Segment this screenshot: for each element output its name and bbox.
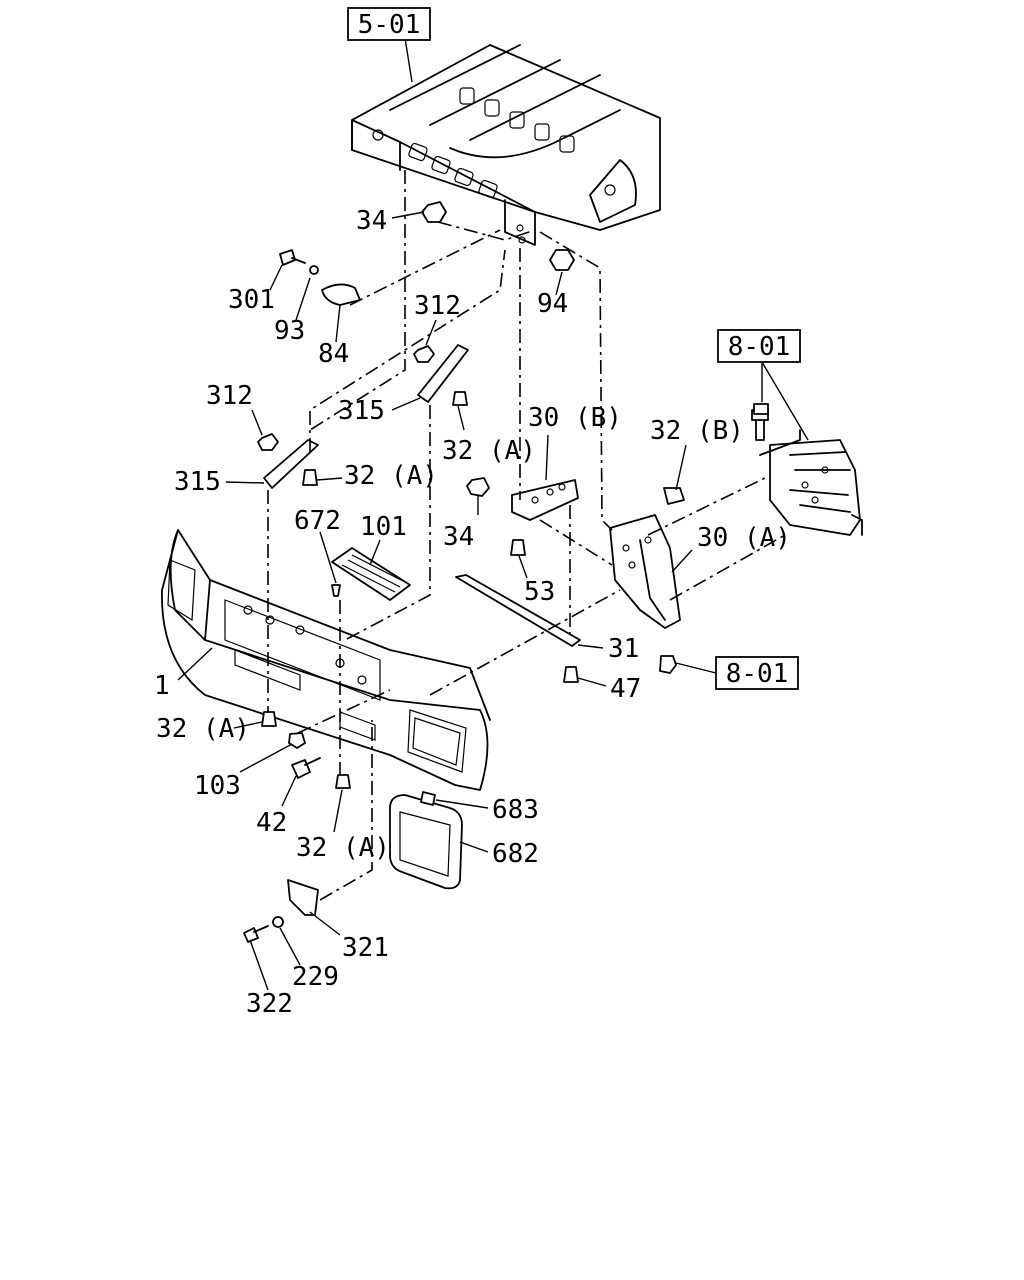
callout-672: 672	[294, 506, 341, 536]
leader-lines	[177, 37, 809, 991]
lamp-bezel	[389, 794, 463, 890]
callout-301: 301	[228, 285, 275, 315]
license-bracket	[287, 879, 319, 916]
callout-103: 103	[194, 771, 241, 801]
callout-321: 321	[342, 933, 389, 963]
callout-315-upper: 315	[338, 396, 385, 426]
bracket-30a	[609, 514, 681, 629]
callout-30b: 30 (B)	[528, 403, 622, 433]
ref-label-8-01-upper: 8-01	[728, 332, 791, 362]
stays-315	[263, 344, 469, 489]
callout-31: 31	[608, 634, 639, 664]
callout-30a: 30 (A)	[697, 523, 791, 553]
ref-box-5-01: 5-01	[347, 7, 431, 41]
callout-84: 84	[318, 339, 349, 369]
ref-box-8-01-upper: 8-01	[717, 329, 801, 363]
callout-32a-middle: 32 (A)	[344, 461, 438, 491]
chassis-frame	[351, 44, 661, 246]
callout-1: 1	[154, 671, 170, 701]
callout-34-lower: 34	[443, 522, 474, 552]
step-plate	[331, 547, 411, 601]
callout-682: 682	[492, 839, 539, 869]
callout-93: 93	[274, 316, 305, 346]
callout-229: 229	[292, 962, 339, 992]
callout-322: 322	[246, 989, 293, 1019]
callout-312-upper: 312	[414, 291, 461, 321]
callout-32a-bumper: 32 (A)	[156, 714, 250, 744]
callout-312-lower: 312	[206, 381, 253, 411]
bracket-30b	[511, 479, 579, 521]
callout-47: 47	[610, 674, 641, 704]
callout-labels: 34 301 93 84 94 312 315 32 (A) 312 315 3…	[154, 206, 791, 1019]
callout-101: 101	[360, 512, 407, 542]
callout-315-lower: 315	[174, 467, 221, 497]
callout-34-upper: 34	[356, 206, 387, 236]
callout-32a-upper: 32 (A)	[442, 436, 536, 466]
fasteners	[243, 201, 769, 943]
ref-box-8-01-lower: 8-01	[715, 656, 799, 690]
callout-683: 683	[492, 795, 539, 825]
ref-label-8-01-lower: 8-01	[726, 659, 789, 689]
callout-94: 94	[537, 289, 568, 319]
bumper-stay	[455, 574, 581, 647]
ref-label-5-01: 5-01	[358, 10, 421, 40]
callout-32b: 32 (B)	[650, 416, 744, 446]
callout-32a-lower: 32 (A)	[296, 833, 390, 863]
front-bumper	[161, 529, 491, 791]
callout-42: 42	[256, 808, 287, 838]
callout-53: 53	[524, 577, 555, 607]
radiator-support-bracket	[751, 409, 863, 536]
clamp-84	[321, 283, 361, 306]
assembly-centerlines	[267, 170, 786, 901]
